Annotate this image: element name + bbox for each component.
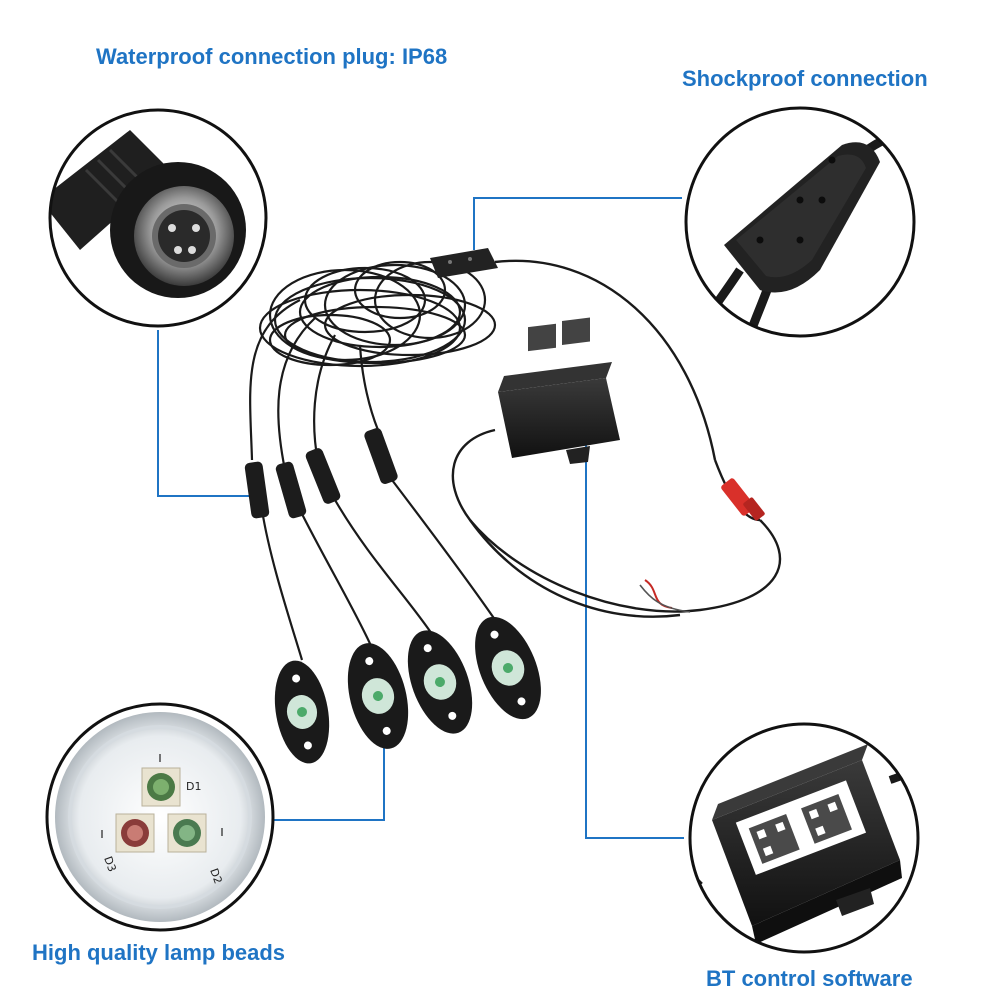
leader-plug — [157, 330, 252, 497]
control-box — [498, 312, 620, 464]
lamp-pod-2 — [347, 643, 409, 749]
lamp-pods — [274, 616, 541, 764]
power-connector — [639, 478, 765, 613]
leader-shock — [473, 197, 682, 250]
callout-label-bt: BT control software — [706, 966, 913, 991]
leader-bt — [585, 428, 684, 839]
lamp-pod-3 — [407, 630, 473, 734]
bt-callout — [688, 722, 920, 954]
bead-label-d3: D3 — [101, 855, 119, 874]
splitter-connector — [430, 248, 498, 278]
beads-callout: D1 D2 D3 — [45, 702, 275, 932]
leader-lines — [157, 197, 684, 839]
bead-d1 — [141, 767, 181, 807]
inline-connectors — [244, 428, 398, 519]
bead-label-d2: D2 — [207, 867, 225, 886]
lamp-pod-1 — [274, 660, 330, 764]
bead-d2 — [167, 813, 207, 853]
cable-bundle — [249, 260, 497, 471]
lamp-wires — [260, 479, 503, 661]
bead-d3 — [115, 813, 155, 853]
callout-label-shock: Shockproof connection — [682, 66, 928, 91]
bead-label-d1: D1 — [186, 780, 201, 793]
plug-callout — [48, 108, 268, 328]
callout-label-plug: Waterproof connection plug: IP68 — [96, 44, 448, 69]
shock-callout — [684, 106, 916, 338]
callout-label-beads: High quality lamp beads — [32, 940, 286, 965]
lamp-pod-4 — [475, 616, 541, 720]
